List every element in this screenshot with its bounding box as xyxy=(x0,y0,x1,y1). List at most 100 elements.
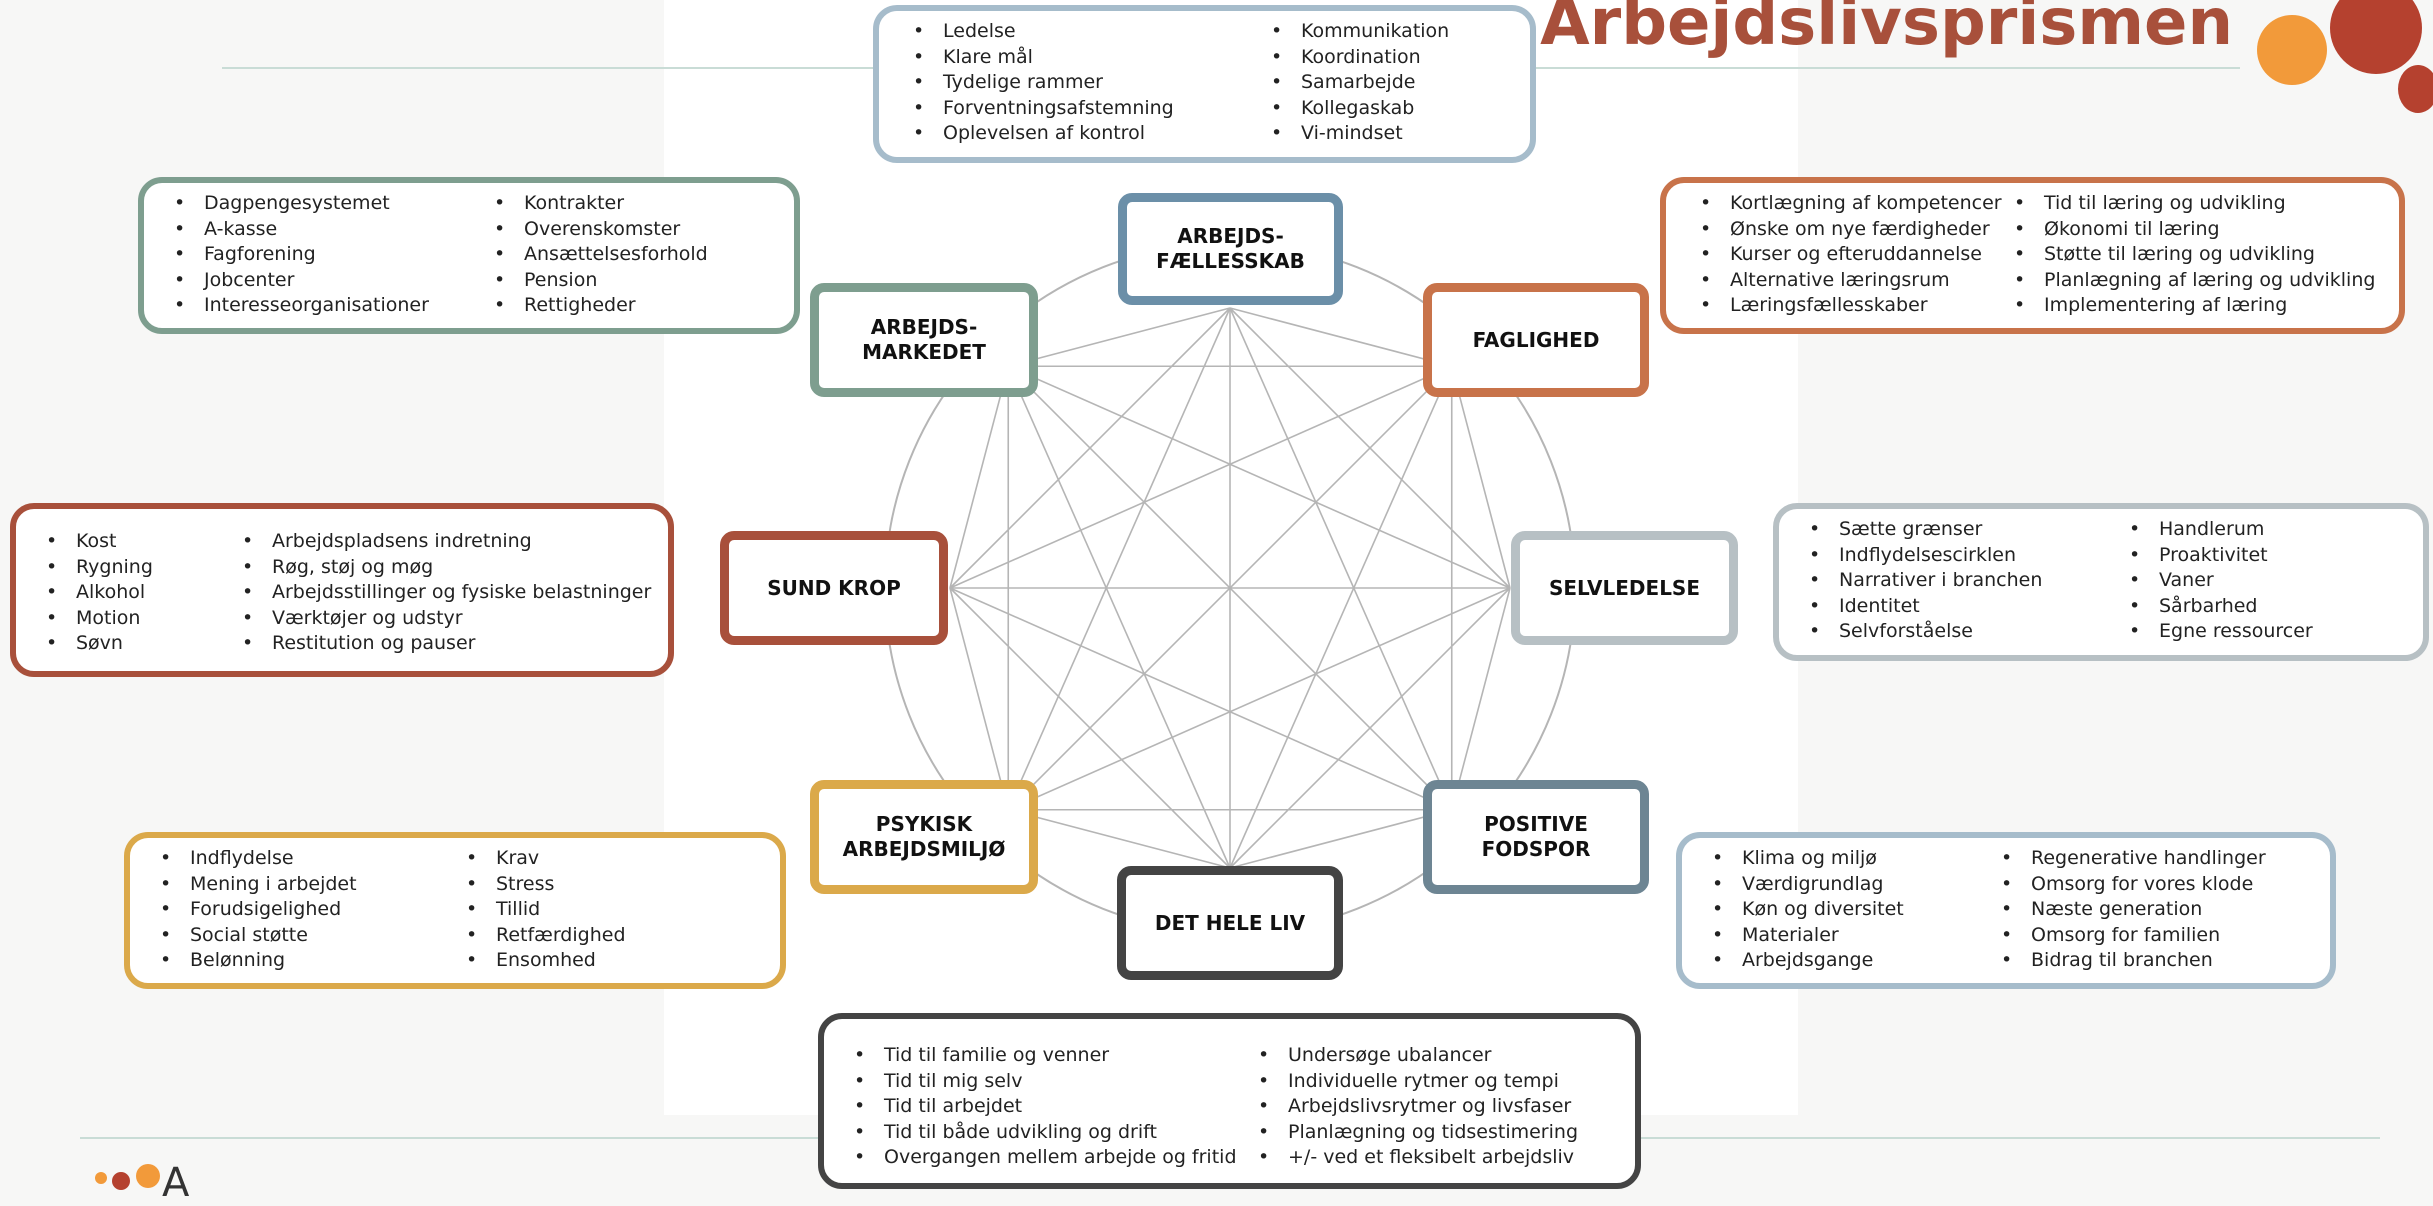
page-title: Arbejdslivsprismen xyxy=(1540,0,2233,60)
box-item: Identitet xyxy=(1809,594,2129,620)
box-item: Omsorg for familien xyxy=(2001,923,2266,949)
box-col-1: IndflydelseMening i arbejdetForudsigelig… xyxy=(160,846,466,983)
node-arbejdsfaellesskab: ARBEJDS- FÆLLESSKAB xyxy=(1118,193,1343,305)
box-col-2: Undersøge ubalancerIndividuelle rytmer o… xyxy=(1258,1043,1578,1183)
web-line xyxy=(949,587,1231,869)
box-item: Klare mål xyxy=(913,45,1271,71)
web-line xyxy=(1229,307,1453,811)
web-line xyxy=(1007,365,1231,869)
web-line xyxy=(1229,808,1452,869)
web-line xyxy=(1450,587,1511,810)
box-item: Samarbejde xyxy=(1271,70,1449,96)
box-faglighed: Kortlægning af kompetencerØnske om nye f… xyxy=(1660,177,2405,334)
node-sund-krop: SUND KROP xyxy=(720,531,948,645)
box-item: Værktøjer og udstyr xyxy=(242,606,651,632)
decor-dot-orange xyxy=(2257,15,2327,85)
box-item: Sårbarhed xyxy=(2129,594,2313,620)
box-item: Individuelle rytmer og tempi xyxy=(1258,1069,1578,1095)
web-line xyxy=(1007,307,1231,811)
box-col-2: Regenerative handlingerOmsorg for vores … xyxy=(2001,846,2266,983)
box-col-1: KostRygningAlkoholMotionSøvn xyxy=(46,529,242,671)
web-line xyxy=(949,587,1453,811)
box-col-2: Arbejdspladsens indretningRøg, støj og m… xyxy=(242,529,651,671)
box-det-hele-liv: Tid til familie og vennerTid til mig sel… xyxy=(818,1013,1641,1189)
box-item: Tid til både udvikling og drift xyxy=(854,1120,1258,1146)
box-item: Pension xyxy=(494,268,708,294)
box-sund-krop: KostRygningAlkoholMotionSøvn Arbejdsplad… xyxy=(10,503,674,677)
box-item: Tid til arbejdet xyxy=(854,1094,1258,1120)
box-item: Egne ressourcer xyxy=(2129,619,2313,645)
box-col-2: HandlerumProaktivitetVanerSårbarhedEgne … xyxy=(2129,517,2313,655)
box-item: Handlerum xyxy=(2129,517,2313,543)
box-item: Værdigrundlag xyxy=(1712,872,2001,898)
box-item: Rygning xyxy=(46,555,242,581)
top-divider-right xyxy=(1530,67,2240,69)
box-item: Forudsigelighed xyxy=(160,897,466,923)
box-item: Undersøge ubalancer xyxy=(1258,1043,1578,1069)
box-item: Klima og miljø xyxy=(1712,846,2001,872)
box-item: Omsorg for vores klode xyxy=(2001,872,2266,898)
box-col-2: KravStressTillidRetfærdighedEnsomhed xyxy=(466,846,626,983)
box-item: Fagforening xyxy=(174,242,494,268)
box-item: Ønske om nye færdigheder xyxy=(1700,217,2014,243)
web-line xyxy=(1450,366,1511,589)
box-item: Kontrakter xyxy=(494,191,708,217)
web-line xyxy=(1008,307,1231,368)
box-item: Jobcenter xyxy=(174,268,494,294)
box-item: Sætte grænser xyxy=(1809,517,2129,543)
box-item: A-kasse xyxy=(174,217,494,243)
box-item: Kurser og efteruddannelse xyxy=(1700,242,2014,268)
box-item: Tydelige rammer xyxy=(913,70,1271,96)
node-psykisk-arbejdsmiljo: PSYKISK ARBEJDSMILJØ xyxy=(810,780,1038,894)
box-item: Arbejdsgange xyxy=(1712,948,2001,974)
box-item: Overenskomster xyxy=(494,217,708,243)
box-col-2: KommunikationKoordinationSamarbejdeKolle… xyxy=(1271,19,1449,157)
box-item: Proaktivitet xyxy=(2129,543,2313,569)
node-selvledelse: SELVLEDELSE xyxy=(1511,531,1738,645)
box-item: Overgangen mellem arbejde og fritid xyxy=(854,1145,1258,1171)
box-item: Forventningsafstemning xyxy=(913,96,1271,122)
box-item: Kommunikation xyxy=(1271,19,1449,45)
logo-text: A xyxy=(162,1160,190,1206)
box-item: Kortlægning af kompetencer xyxy=(1700,191,2014,217)
box-arbejdsmarkedet: DagpengesystemetA-kasseFagforeningJobcen… xyxy=(138,177,800,334)
box-col-2: Tid til læring og udviklingØkonomi til l… xyxy=(2014,191,2375,328)
box-item: Restitution og pauser xyxy=(242,631,651,657)
box-item: Tid til mig selv xyxy=(854,1069,1258,1095)
box-item: Rettigheder xyxy=(494,293,708,319)
box-item: Arbejdslivsrytmer og livsfaser xyxy=(1258,1094,1578,1120)
box-item: Regenerative handlinger xyxy=(2001,846,2266,872)
box-item: Arbejdspladsens indretning xyxy=(242,529,651,555)
box-col-1: Sætte grænserIndflydelsescirklenNarrativ… xyxy=(1809,517,2129,655)
web-line xyxy=(1229,307,1452,368)
box-item: Selvforståelse xyxy=(1809,619,2129,645)
box-item: Mening i arbejdet xyxy=(160,872,466,898)
box-item: Implementering af læring xyxy=(2014,293,2375,319)
box-item: Kollegaskab xyxy=(1271,96,1449,122)
box-item: Tid til familie og venner xyxy=(854,1043,1258,1069)
box-col-1: Kortlægning af kompetencerØnske om nye f… xyxy=(1700,191,2014,328)
web-line xyxy=(949,365,1453,589)
box-item: Ledelse xyxy=(913,19,1271,45)
box-positive-fodspor: Klima og miljøVærdigrundlagKøn og divers… xyxy=(1676,832,2336,989)
box-item: Krav xyxy=(466,846,626,872)
box-col-1: Tid til familie og vennerTid til mig sel… xyxy=(854,1043,1258,1183)
box-arbejdsfaellesskab: LedelseKlare målTydelige rammerForventni… xyxy=(873,5,1536,163)
top-divider-left xyxy=(222,67,882,69)
box-item: Social støtte xyxy=(160,923,466,949)
logo-dot-mid xyxy=(112,1172,130,1190)
box-item: Planlægning af læring og udvikling xyxy=(2014,268,2375,294)
web-line xyxy=(1229,365,1453,869)
box-col-1: Klima og miljøVærdigrundlagKøn og divers… xyxy=(1712,846,2001,983)
node-det-hele-liv: DET HELE LIV xyxy=(1117,866,1343,980)
logo-dot-small xyxy=(95,1172,107,1184)
decor-dot-red-small xyxy=(2398,65,2433,113)
box-item: Vaner xyxy=(2129,568,2313,594)
node-faglighed: FAGLIGHED xyxy=(1423,283,1649,397)
box-item: Narrativer i branchen xyxy=(1809,568,2129,594)
box-col-1: DagpengesystemetA-kasseFagforeningJobcen… xyxy=(174,191,494,328)
box-item: Røg, støj og møg xyxy=(242,555,651,581)
web-lines xyxy=(949,307,1511,869)
web-line xyxy=(1008,808,1231,869)
box-item: Ensomhed xyxy=(466,948,626,974)
